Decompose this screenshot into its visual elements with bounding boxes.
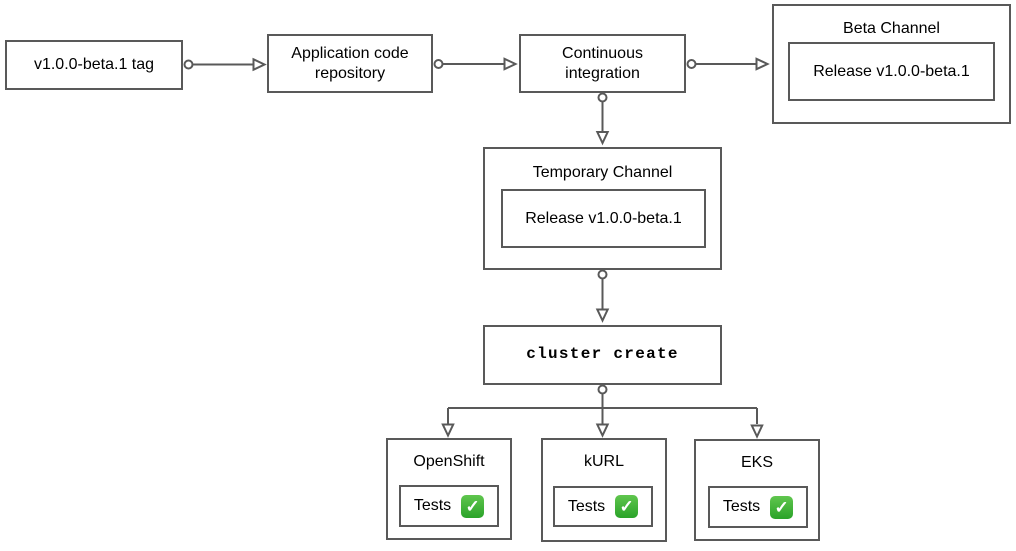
node-cluster-eks-title: EKS [740, 454, 773, 471]
node-application-code-repository-label: Application code repository [291, 45, 409, 82]
node-beta-channel-title: Beta Channel [843, 20, 940, 37]
connector-repo-to-ci [433, 57, 518, 71]
tests-label: Tests [722, 498, 761, 515]
tests-label: Tests [567, 497, 606, 515]
node-beta-channel: Beta Channel Release v1.0.0-beta.1 [772, 4, 1011, 124]
node-cluster-openshift: OpenShift Tests ✓ [386, 438, 512, 540]
check-icon: ✓ [461, 494, 485, 518]
node-application-code-repository: Application code repository [267, 34, 433, 93]
node-cluster-eks: EKS Tests ✓ [694, 439, 820, 541]
node-cluster-kurl-tests: Tests ✓ [553, 486, 653, 527]
check-icon: ✓ [770, 495, 794, 519]
node-cluster-create: cluster create [483, 325, 722, 385]
connector-ci-to-beta-channel [686, 57, 770, 71]
node-version-tag: v1.0.0-beta.1 tag [5, 40, 183, 90]
node-continuous-integration-label: Continuous integration [562, 45, 643, 82]
connector-cluster-create-to-clusters [441, 384, 764, 439]
node-cluster-eks-tests: Tests ✓ [708, 486, 808, 528]
node-beta-channel-release-label: Release v1.0.0-beta.1 [813, 62, 970, 80]
node-temporary-channel-release: Release v1.0.0-beta.1 [501, 189, 706, 248]
node-temporary-channel-title: Temporary Channel [532, 164, 673, 181]
node-cluster-kurl-title: kURL [583, 453, 624, 470]
node-cluster-create-label: cluster create [526, 345, 679, 364]
node-temporary-channel-release-label: Release v1.0.0-beta.1 [525, 209, 682, 227]
connector-temporary-channel-to-cluster-create [595, 269, 610, 323]
node-version-tag-label: v1.0.0-beta.1 tag [33, 56, 155, 74]
tests-label: Tests [413, 497, 452, 514]
node-temporary-channel: Temporary Channel Release v1.0.0-beta.1 [483, 147, 722, 270]
node-cluster-openshift-title: OpenShift [413, 453, 485, 470]
connector-tag-to-repo [183, 57, 267, 72]
node-cluster-kurl: kURL Tests ✓ [541, 438, 667, 542]
connector-ci-to-temporary-channel [595, 92, 610, 146]
node-cluster-openshift-tests: Tests ✓ [399, 485, 499, 527]
check-icon: ✓ [615, 495, 639, 518]
node-continuous-integration: Continuous integration [519, 34, 686, 93]
node-beta-channel-release: Release v1.0.0-beta.1 [788, 42, 995, 101]
